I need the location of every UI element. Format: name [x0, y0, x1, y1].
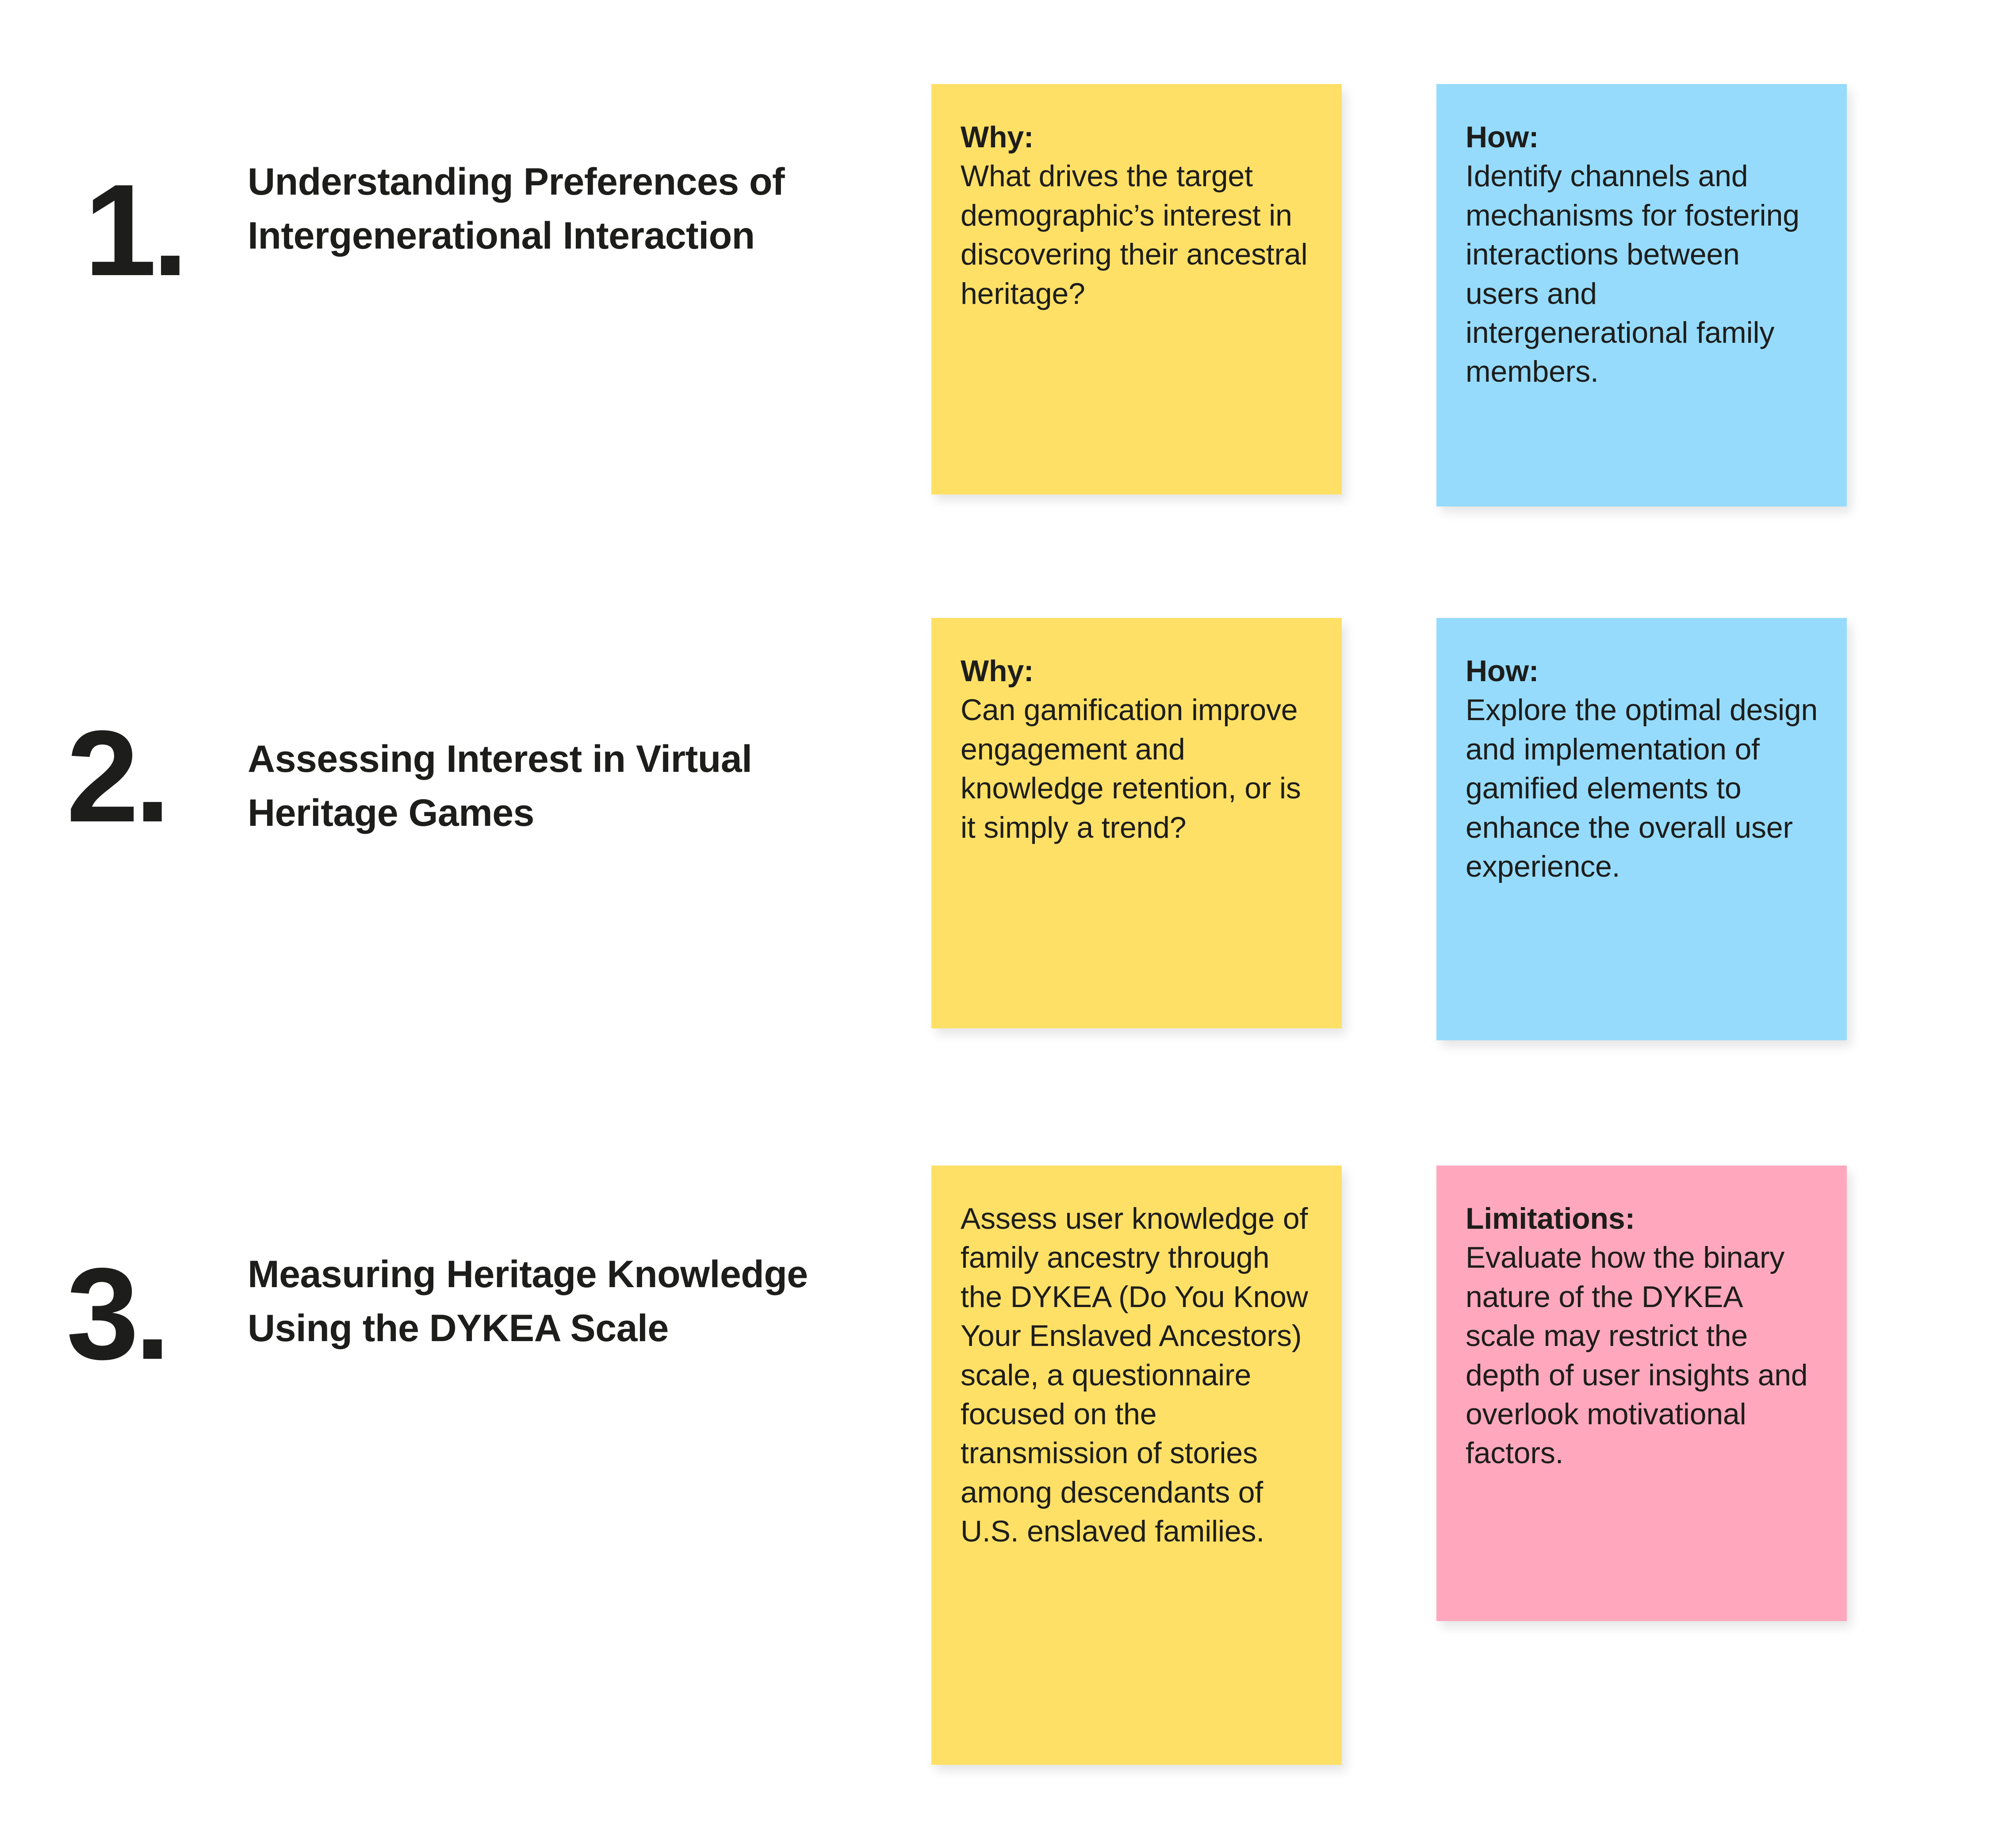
row-headline-3: Measuring Heritage Knowledge Using the D… — [248, 1253, 808, 1350]
why-card-1: Why: What drives the target demographic’… — [931, 84, 1342, 495]
why-card-body-1: What drives the target demographic’s int… — [961, 159, 1316, 311]
how-card-1: How: Identify channels and mechanisms fo… — [1436, 84, 1847, 506]
why-card-2: Why: Can gamification improve engagement… — [931, 618, 1342, 1028]
row-headline-1: Understanding Preferences of Intergenera… — [248, 161, 785, 257]
limitations-card-body-3: Evaluate how the binary nature of the DY… — [1466, 1241, 1816, 1470]
row-number-3: 3. — [66, 1241, 171, 1387]
how-card-body-1: Identify channels and mechanisms for fos… — [1466, 159, 1808, 389]
row-number-1: 1. — [84, 157, 188, 303]
limitations-card-3: Limitations: Evaluate how the binary nat… — [1436, 1166, 1847, 1621]
row-number-2: 2. — [66, 703, 171, 849]
row-headline-2: Assessing Interest in Virtual Heritage G… — [248, 738, 752, 835]
why-card-label-1: Why: — [961, 120, 1034, 154]
how-card-label-1: How: — [1466, 120, 1539, 154]
assessment-card-body-3: Assess user knowledge of family ancestry… — [961, 1202, 1316, 1549]
how-card-body-2: Explore the optimal design and implement… — [1466, 693, 1826, 883]
how-card-2: How: Explore the optimal design and impl… — [1436, 618, 1847, 1040]
how-card-label-2: How: — [1466, 654, 1539, 688]
why-card-body-2: Can gamification improve engagement and … — [961, 693, 1309, 844]
why-card-label-2: Why: — [961, 654, 1034, 688]
limitations-card-label-3: Limitations: — [1466, 1202, 1635, 1235]
assessment-card-3: Assess user knowledge of family ancestry… — [931, 1166, 1342, 1765]
